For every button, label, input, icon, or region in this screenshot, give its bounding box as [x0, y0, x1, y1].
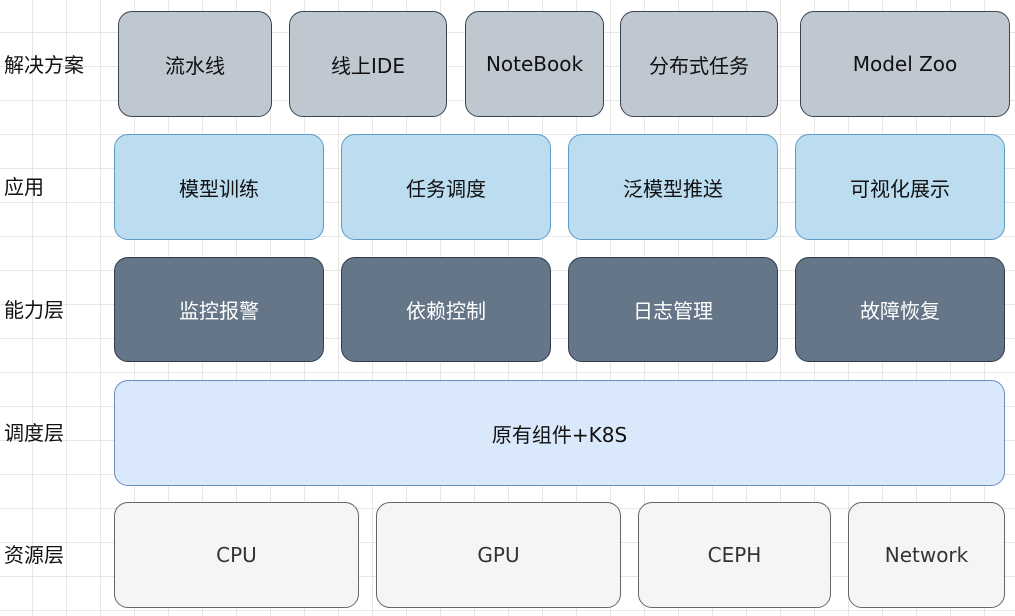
solution-box-pipeline[interactable]: 流水线	[118, 11, 272, 117]
solution-box-online-ide[interactable]: 线上IDE	[289, 11, 447, 117]
resource-box-cpu[interactable]: CPU	[114, 502, 359, 608]
capability-box-dependency-control[interactable]: 依赖控制	[341, 257, 551, 362]
resource-box-gpu[interactable]: GPU	[376, 502, 621, 608]
application-box-task-scheduling[interactable]: 任务调度	[341, 134, 551, 240]
capability-box-log-management[interactable]: 日志管理	[568, 257, 778, 362]
capability-box-fault-recovery[interactable]: 故障恢复	[795, 257, 1005, 362]
capability-box-monitoring-alert[interactable]: 监控报警	[114, 257, 324, 362]
layer-label-application: 应用	[4, 175, 44, 199]
resource-box-network[interactable]: Network	[848, 502, 1005, 608]
solution-box-notebook[interactable]: NoteBook	[465, 11, 604, 117]
solution-box-model-zoo[interactable]: Model Zoo	[800, 11, 1010, 117]
layer-label-resource: 资源层	[4, 543, 64, 567]
layer-label-solution: 解决方案	[4, 53, 84, 77]
application-box-visualization[interactable]: 可视化展示	[795, 134, 1005, 240]
layer-label-capability: 能力层	[4, 298, 64, 322]
application-box-model-push[interactable]: 泛模型推送	[568, 134, 778, 240]
scheduling-box-components-k8s[interactable]: 原有组件+K8S	[114, 380, 1005, 486]
solution-box-distributed-task[interactable]: 分布式任务	[620, 11, 778, 117]
resource-box-ceph[interactable]: CEPH	[638, 502, 831, 608]
application-box-model-training[interactable]: 模型训练	[114, 134, 324, 240]
layer-label-scheduling: 调度层	[4, 421, 64, 445]
